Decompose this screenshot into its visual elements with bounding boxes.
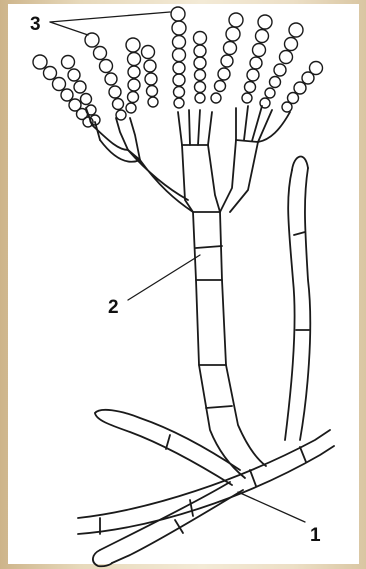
penicillus-branches [86, 106, 290, 212]
mycelium-hyphae [78, 156, 334, 566]
label-hypha: 1 [310, 525, 321, 546]
conidia-chain [194, 32, 207, 104]
label-conidiophore: 2 [108, 297, 119, 318]
conidia-chain [211, 13, 243, 103]
label-conidia: 3 [30, 14, 41, 35]
conidia-chain [126, 38, 141, 113]
conidia-chains [33, 7, 323, 127]
conidia-chain [171, 7, 186, 108]
conidia-chain [142, 46, 159, 108]
conidia-chain [282, 62, 323, 113]
conidiophore-stalk [193, 212, 266, 478]
conidia-chain [62, 56, 101, 126]
conidia-chain [85, 33, 126, 120]
conidia-chain [242, 15, 272, 103]
conidia-chain [260, 23, 303, 108]
